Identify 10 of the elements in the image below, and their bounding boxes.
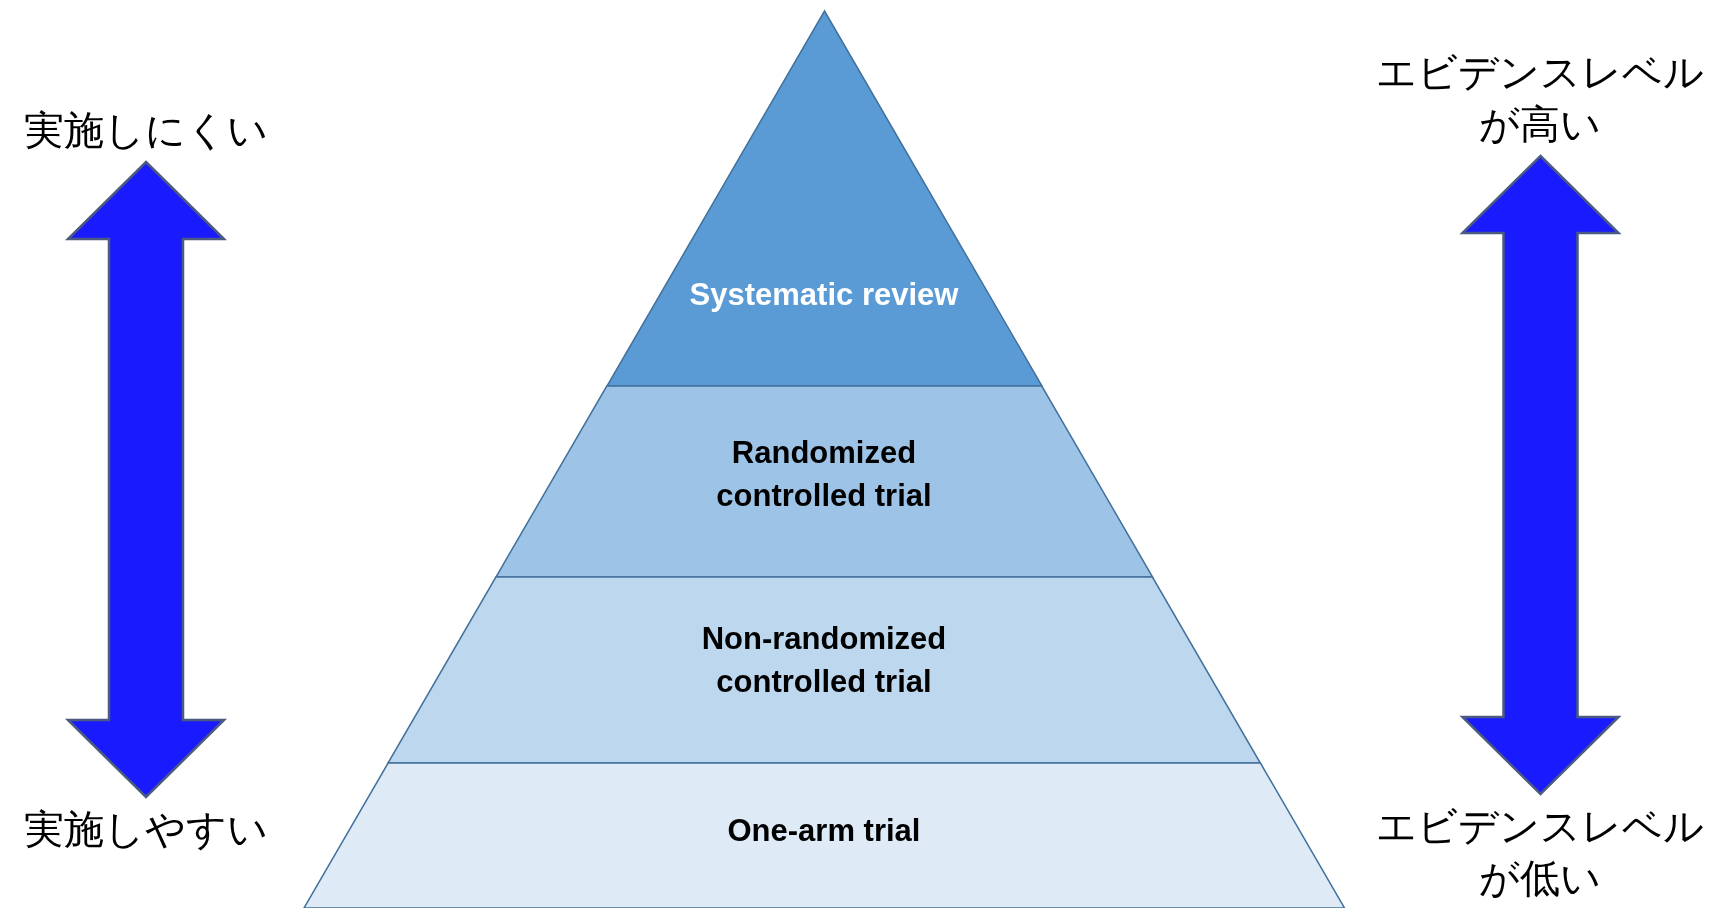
tier-label: Non-randomized controlled trial	[700, 619, 948, 701]
side-label: 実施しにくい	[0, 104, 311, 156]
side-label: エビデンスレベルが高い	[1372, 46, 1708, 150]
tier-label: Randomized controlled trial	[715, 433, 933, 515]
side-label: エビデンスレベルが低い	[1372, 800, 1708, 904]
side-label: 実施しやすい	[0, 803, 311, 855]
double-arrow	[64, 160, 228, 799]
double-arrow	[1459, 154, 1622, 796]
tier-label: Systematic review	[688, 276, 960, 315]
tier-label: One-arm trial	[726, 812, 922, 851]
